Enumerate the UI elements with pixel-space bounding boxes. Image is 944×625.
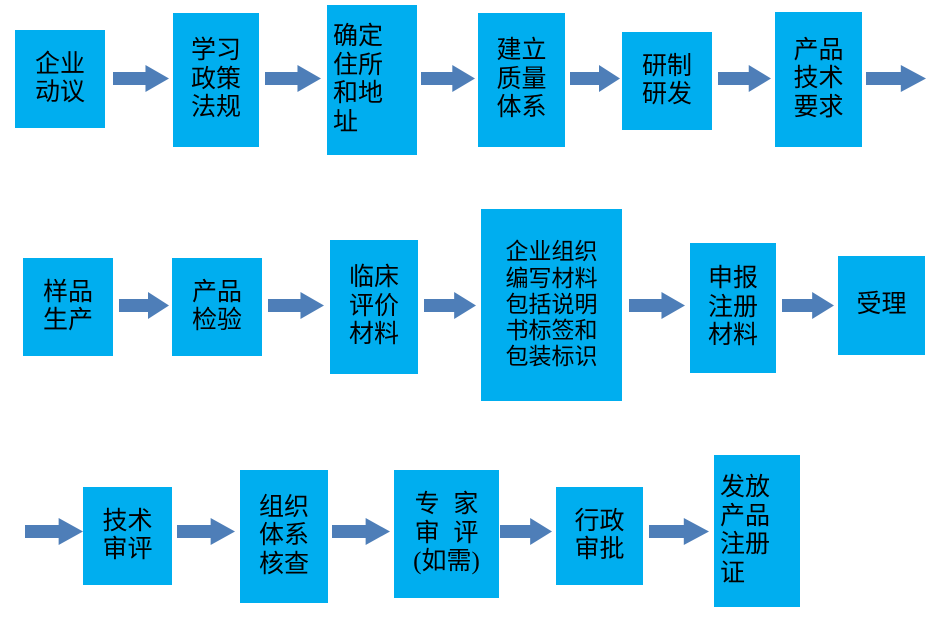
node-text-line: 评价: [348, 292, 399, 320]
node-text-line: 企业: [34, 50, 85, 78]
arrow-glyph-icon: [332, 518, 390, 545]
node-text-line: 和地: [333, 80, 384, 107]
arrow-glyph-icon: [421, 65, 475, 92]
node-text-line: 专家: [414, 491, 493, 519]
node-text-line: 体系: [258, 522, 309, 550]
node-text-line: 检验: [191, 307, 242, 334]
arrow-glyph-icon: [113, 65, 169, 92]
arrow-glyph-icon: [570, 65, 620, 92]
node-text-line: 要求: [793, 93, 844, 121]
arrow-row3-continue-in: [25, 518, 83, 545]
node-text-line: 址: [333, 108, 359, 136]
node-text-line: 法规: [190, 94, 241, 122]
clinical-evaluation-materials[interactable]: 临床评价材料: [330, 240, 418, 374]
arrow-glyph-icon: [500, 518, 552, 545]
arrow-glyph-icon: [25, 518, 83, 545]
node-text-line: 建立: [496, 37, 547, 65]
arrow-zuzhi-to-zhuanjia: [332, 518, 390, 545]
arrow-xuexi-to-queding: [265, 65, 321, 92]
node-text-line: 样品: [42, 278, 93, 306]
arrow-row1-continue-out: [866, 65, 926, 92]
arrow-glyph-icon: [866, 65, 926, 92]
node-text-line: 申报: [707, 265, 758, 293]
arrow-glyph-icon: [424, 292, 476, 319]
node-text-line: 受理: [856, 291, 907, 319]
node-text-line: 发放: [720, 474, 771, 501]
node-text-line: 行政: [574, 507, 625, 535]
node-text-line: 材料: [348, 321, 399, 349]
arrow-glyph-icon: [718, 65, 771, 92]
issue-product-registration-certificate[interactable]: 发放产品注册证: [714, 455, 800, 607]
arrow-shenbao-to-shouli: [782, 292, 834, 319]
technical-review[interactable]: 技术审评: [83, 487, 172, 585]
expert-review-if-needed[interactable]: 专家审评(如需): [394, 470, 499, 598]
acceptance[interactable]: 受理: [838, 256, 925, 355]
arrow-glyph-icon: [268, 292, 324, 319]
node-text-line: 质量: [496, 65, 547, 93]
node-text-line: 技术: [102, 507, 153, 535]
node-text-line: 编写材料: [505, 265, 598, 291]
administrative-approval[interactable]: 行政审批: [556, 487, 643, 585]
node-text-line: 生产: [42, 307, 93, 334]
arrow-glyph-icon: [177, 518, 235, 545]
arrow-yanzhi-to-chanpin: [718, 65, 771, 92]
determine-domicile-address[interactable]: 确定住所和地址: [327, 5, 417, 155]
arrow-glyph-icon: [782, 292, 834, 319]
node-text-line: 组织: [258, 493, 309, 521]
node-text-line: 学习: [190, 37, 241, 65]
node-text-line: 书标签和: [505, 318, 598, 344]
product-technical-requirements[interactable]: 产品技术要求: [775, 12, 862, 147]
node-text-line: 包装标识: [505, 344, 598, 370]
arrow-jianli-to-yanzhi: [570, 65, 620, 92]
establish-quality-system[interactable]: 建立质量体系: [478, 13, 565, 147]
arrow-glyph-icon: [265, 65, 321, 92]
node-text-line: 政策: [190, 65, 241, 93]
node-text-line: 研发: [641, 81, 692, 108]
arrow-queding-to-jianli: [421, 65, 475, 92]
node-text-line: 产品: [720, 502, 771, 530]
node-text-line: 住所: [333, 51, 384, 79]
node-text-line: 核查: [258, 550, 309, 578]
enterprise-motion[interactable]: 企业动议: [15, 30, 105, 128]
node-text-line: 注册: [720, 531, 771, 558]
node-text-line: (如需): [413, 548, 480, 576]
node-text-line: 审评: [102, 536, 153, 563]
submit-registration-materials[interactable]: 申报注册材料: [690, 243, 776, 373]
node-text-line: 技术: [793, 65, 844, 93]
node-text-line: 产品: [793, 36, 844, 64]
arrow-glyph-icon: [119, 292, 169, 319]
node-text-line: 注册: [707, 293, 758, 321]
arrow-glyph-icon: [629, 292, 685, 319]
node-text-line: 材料: [707, 322, 758, 350]
node-text-line: 动议: [34, 79, 85, 106]
arrow-yangpin-to-chanpin: [119, 292, 169, 319]
node-text-line: 产品: [191, 278, 242, 306]
node-text-line: 临床: [348, 264, 399, 292]
node-text-line: 体系: [496, 94, 547, 122]
arrow-jishu-to-zuzhi: [177, 518, 235, 545]
node-text-line: 审评: [414, 519, 493, 547]
arrow-zhuanjia-to-xingzheng: [500, 518, 552, 545]
arrow-chanpin-to-linchuang: [268, 292, 324, 319]
arrow-linchuang-to-bianxie: [424, 292, 476, 319]
product-inspection[interactable]: 产品检验: [172, 258, 262, 356]
research-development[interactable]: 研制研发: [622, 32, 712, 130]
node-text-line: 研制: [641, 52, 692, 80]
enterprise-prepare-documents[interactable]: 企业组织编写材料包括说明书标签和包装标识: [481, 209, 622, 401]
arrow-glyph-icon: [649, 518, 709, 545]
sample-production[interactable]: 样品生产: [23, 258, 113, 356]
node-text-line: 企业组织: [505, 239, 598, 265]
arrow-xingzheng-to-fafang: [649, 518, 709, 545]
node-text-line: 审批: [574, 536, 625, 563]
arrow-qiye-to-xuexi: [113, 65, 169, 92]
organize-system-inspection[interactable]: 组织体系核查: [240, 470, 328, 603]
node-text-line: 确定: [333, 23, 384, 50]
node-text-line: 包括说明: [505, 291, 598, 317]
arrow-bianxie-to-shenbao: [629, 292, 685, 319]
node-text-line: 证: [720, 559, 746, 587]
study-policy-regulations[interactable]: 学习政策法规: [173, 13, 259, 147]
